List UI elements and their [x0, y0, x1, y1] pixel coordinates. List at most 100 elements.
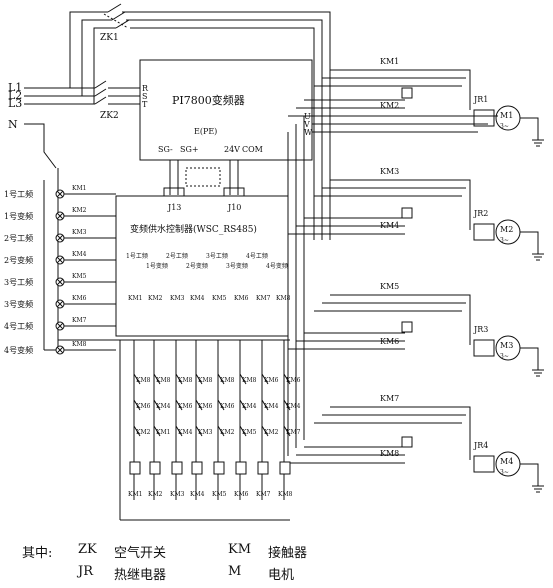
- indicator-contact-3: KM3: [72, 229, 87, 236]
- interlock-contact: [217, 425, 225, 437]
- interlock-contact-label: KM2: [220, 429, 235, 436]
- ctrl-slot-5: 3号工频: [206, 252, 228, 260]
- interlock-contact-label: KM8: [178, 377, 193, 384]
- interlock-contact-label: KM3: [198, 429, 213, 436]
- mg1-relay: JR1: [473, 95, 488, 104]
- coil-label: KM2: [148, 491, 163, 498]
- inverter-terminal-v: V: [303, 120, 310, 129]
- mg3-phase: 3~: [500, 353, 509, 360]
- ctrl-slot-1: 1号工频: [126, 252, 148, 260]
- coil-box: [171, 461, 183, 475]
- ctrl-pin-1: KM1: [128, 295, 142, 302]
- line-l1-label: L1: [8, 81, 22, 94]
- ctrl-pin-4: KM4: [190, 295, 205, 302]
- coil-label: KM4: [190, 491, 205, 498]
- line-l3-label: L3: [8, 97, 22, 110]
- indicator-4-label: 2号变频: [4, 255, 33, 265]
- inverter-terminal-t: T: [142, 100, 148, 109]
- indicator-6-label: 3号变频: [4, 299, 33, 309]
- signal-24v: 24V: [224, 145, 240, 154]
- signal-sg-plus: SG+: [180, 145, 199, 154]
- coil-label: KM5: [212, 491, 227, 498]
- interlock-contact-label: KM6: [220, 403, 235, 410]
- mg3-motor: M3: [500, 341, 513, 350]
- interlock-contact-label: KM8: [156, 377, 171, 384]
- coil-box: [191, 461, 203, 475]
- interlock-contact-label: KM7: [286, 429, 301, 436]
- indicator-contact-4: KM4: [72, 251, 87, 258]
- mg1-motor: M1: [500, 111, 513, 120]
- interlock-contact-label: KM5: [242, 429, 257, 436]
- coil-box: [129, 461, 141, 475]
- mg2-relay: JR2: [473, 209, 488, 218]
- interlock-contact: [153, 373, 161, 385]
- mg3-line-contactor: KM5: [380, 282, 399, 291]
- signal-com: COM: [242, 145, 263, 154]
- interlock-contact: [283, 425, 291, 437]
- mg3-inverter-contactor: KM6: [380, 337, 399, 346]
- ctrl-pin-7: KM7: [256, 295, 271, 302]
- breaker-zk1-label: ZK1: [100, 33, 119, 43]
- indicator-3-label: 2号工频: [4, 233, 33, 243]
- legend-desc-jr: 热继电器: [114, 568, 167, 583]
- interlock-contact-label: KM4: [156, 403, 171, 410]
- coil-label: KM3: [170, 491, 185, 498]
- legend-code-m: M: [228, 564, 242, 579]
- interlock-contact: [153, 425, 161, 437]
- mg2-phase: 3~: [500, 237, 509, 244]
- ctrl-slot-4: 2号变频: [186, 262, 208, 270]
- ctrl-pin-3: KM3: [170, 295, 185, 302]
- line-l2-label: L2: [8, 89, 22, 102]
- indicator-2-label: 1号变频: [4, 211, 33, 221]
- ctrl-slot-6: 3号变频: [226, 262, 248, 270]
- mg4-relay: JR4: [473, 441, 488, 450]
- indicator-contact-7: KM7: [72, 317, 87, 324]
- connector-j10: J10: [227, 203, 241, 212]
- indicator-contact-1: KM1: [72, 185, 86, 192]
- breaker-zk2-label: ZK2: [100, 111, 119, 121]
- indicator-7-label: 4号工频: [4, 321, 33, 331]
- interlock-contact: [261, 373, 269, 385]
- indicator-contact-2: KM2: [72, 207, 87, 214]
- interlock-contact-label: KM8: [198, 377, 213, 384]
- inverter-model: PI7800变频器: [172, 93, 245, 107]
- mg4-motor: M4: [500, 457, 513, 466]
- interlock-contact: [283, 373, 291, 385]
- interlock-contact: [133, 425, 141, 437]
- mg3-relay: JR3: [473, 325, 488, 334]
- coil-box: [257, 461, 269, 475]
- mg2-motor: M2: [500, 225, 513, 234]
- legend: 其中: ZK 空气开关 KM 接触器 JR 热继电器 M 电机: [22, 540, 352, 584]
- mg1-phase: 3~: [500, 123, 509, 130]
- interlock-contact-label: KM8: [220, 377, 235, 384]
- interlock-contact: [283, 399, 291, 411]
- interlock-contact: [175, 373, 183, 385]
- ctrl-slot-2: 1号变频: [146, 262, 168, 270]
- interlock-contact-label: KM4: [242, 403, 257, 410]
- legend-prefix: 其中:: [22, 546, 53, 561]
- legend-desc-m: 电机: [268, 568, 295, 583]
- indicator-contact-8: KM8: [72, 341, 87, 348]
- interlock-contact: [239, 425, 247, 437]
- interlock-contact-label: KM4: [264, 403, 279, 410]
- coil-label: KM1: [128, 491, 142, 498]
- inverter-terminal-r: R: [142, 84, 149, 93]
- interlock-contact-label: KM6: [136, 403, 151, 410]
- coil-label: KM6: [234, 491, 249, 498]
- coil-box: [213, 461, 225, 475]
- ctrl-slot-7: 4号工频: [246, 252, 268, 260]
- legend-code-jr: JR: [78, 564, 93, 579]
- connector-j13: J13: [167, 203, 181, 212]
- interlock-contact: [217, 373, 225, 385]
- legend-desc-km: 接触器: [268, 546, 308, 561]
- mg4-phase: 3~: [500, 469, 509, 476]
- interlock-contact: [195, 373, 203, 385]
- legend-code-km: KM: [228, 542, 252, 557]
- interlock-contact-label: KM6: [198, 403, 213, 410]
- interlock-contact-label: KM6: [264, 377, 279, 384]
- coil-label: KM7: [256, 491, 271, 498]
- interlock-contact: [195, 399, 203, 411]
- interlock-contact: [153, 399, 161, 411]
- interlock-contact: [175, 425, 183, 437]
- interlock-contact: [261, 425, 269, 437]
